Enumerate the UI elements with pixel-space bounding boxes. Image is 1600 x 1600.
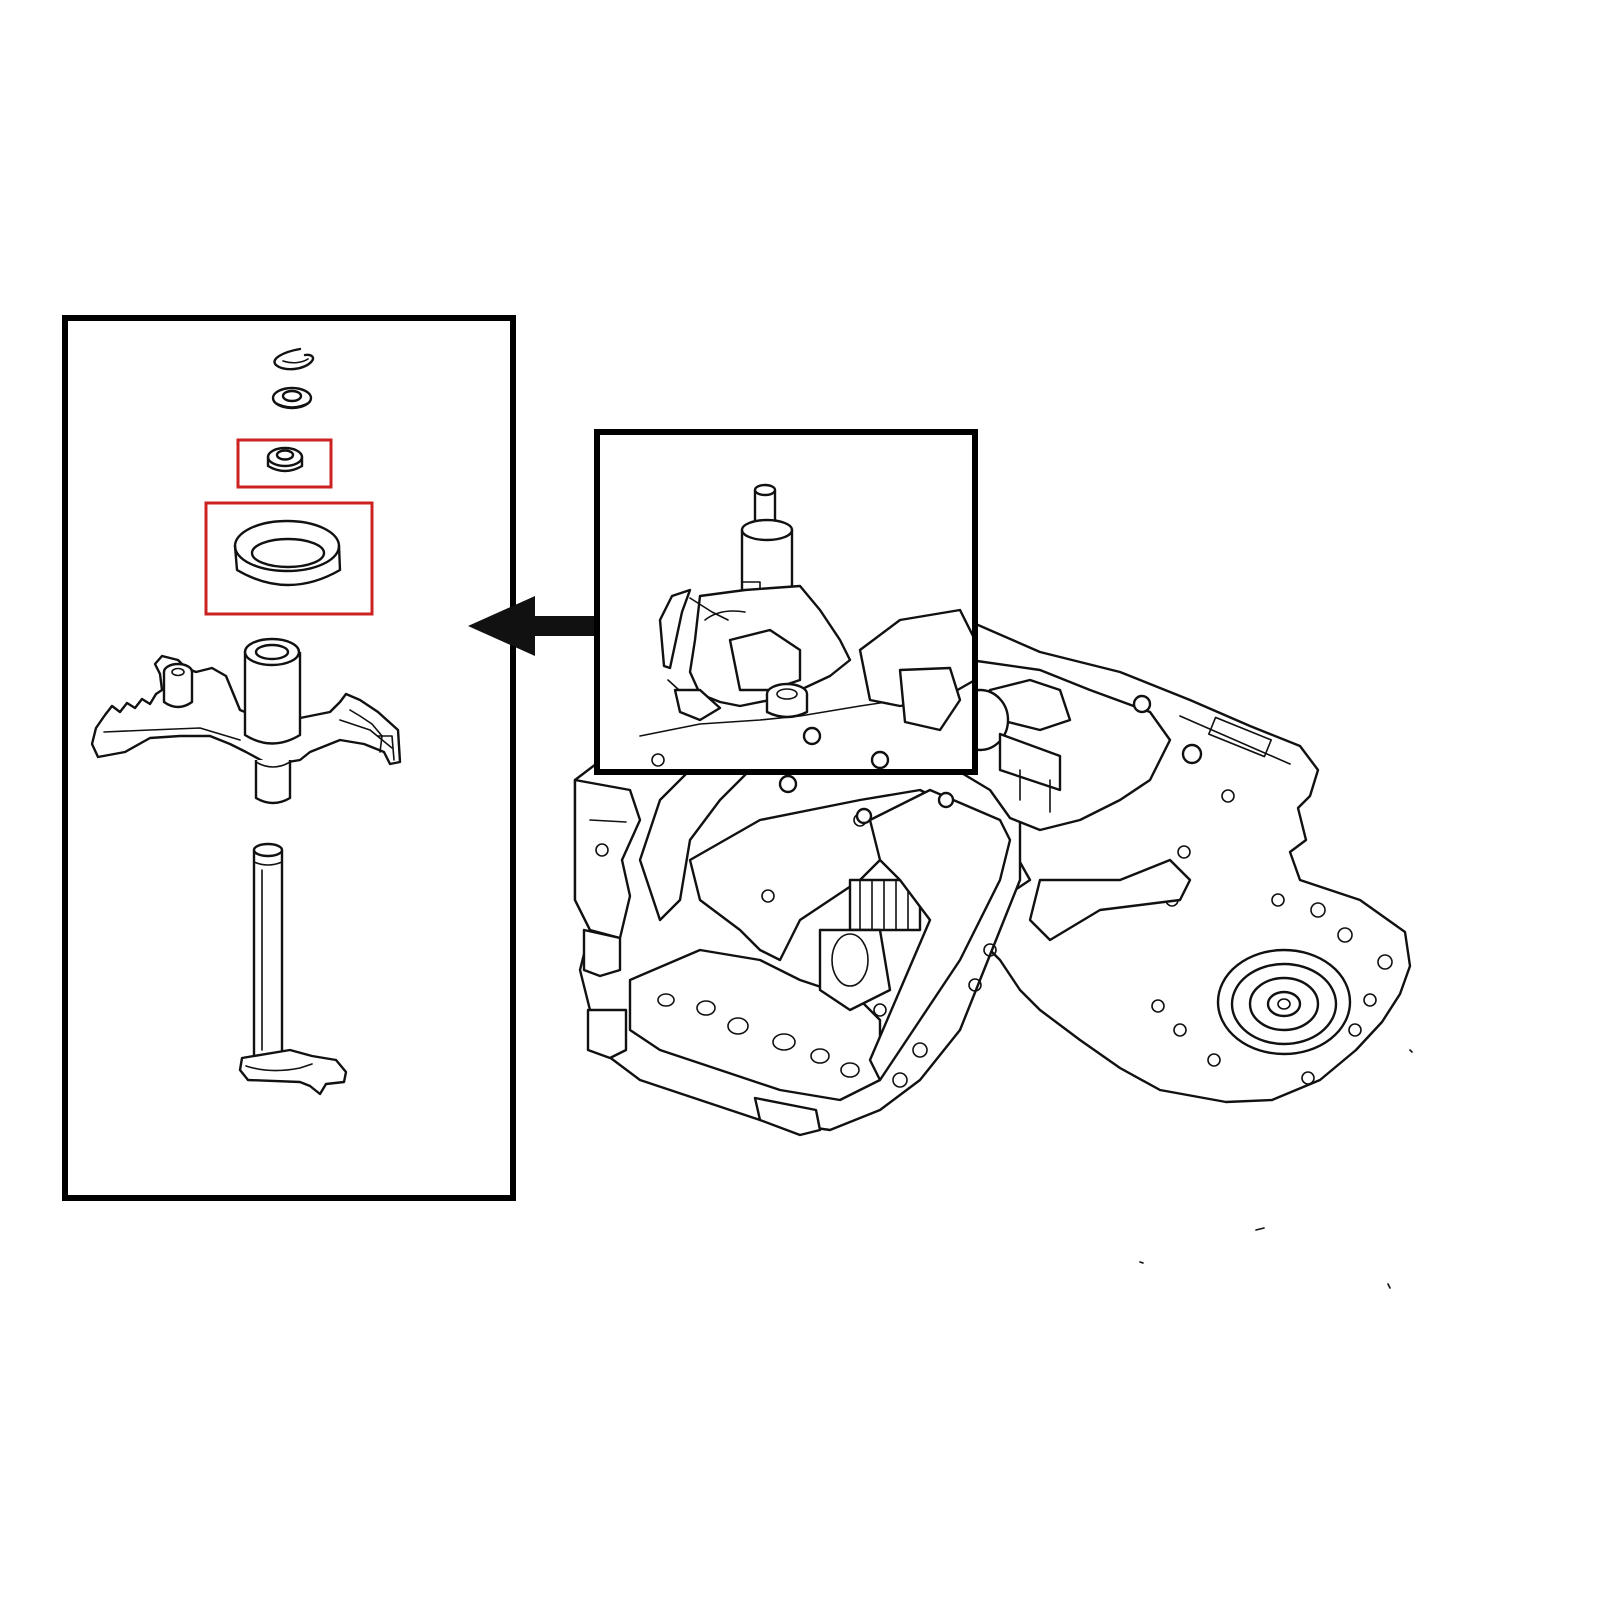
large-seal-highlight (204, 501, 374, 616)
scan-specks (1139, 1049, 1413, 1289)
detail-inset-frame (594, 429, 978, 775)
exploded-view-frame (62, 315, 516, 1201)
small-seal-highlight (236, 438, 333, 489)
large-seal-ring-icon (204, 501, 374, 616)
pump-circle-icon (1216, 948, 1352, 1056)
valve-shaft-icon (238, 842, 348, 1096)
valve-body-assembly-icon (573, 603, 1412, 1137)
exploded-view-panel (62, 315, 516, 1201)
washer-icon (271, 386, 313, 410)
plate-holes (1151, 893, 1393, 1085)
spring-icon (848, 878, 922, 932)
front-plate-holes (657, 993, 860, 1078)
retaining-clip-icon (273, 347, 315, 371)
detail-inset (594, 429, 978, 775)
manual-lever-assembly-icon (90, 637, 402, 805)
small-seal-icon (236, 438, 333, 489)
left-arrow-icon (468, 596, 598, 656)
